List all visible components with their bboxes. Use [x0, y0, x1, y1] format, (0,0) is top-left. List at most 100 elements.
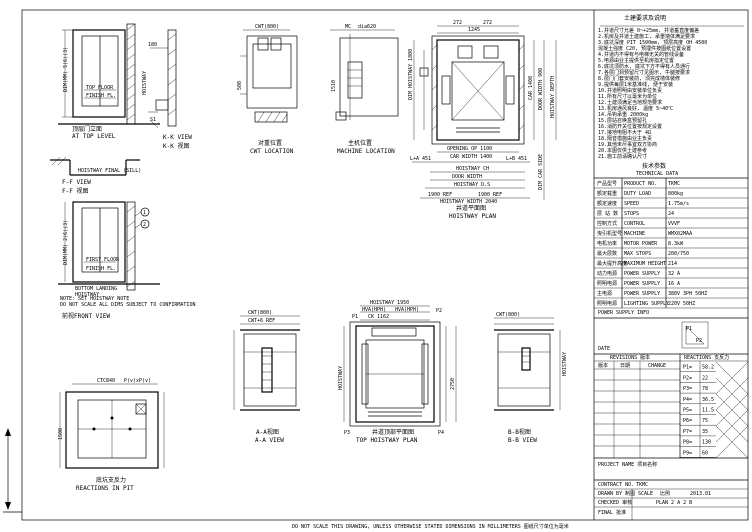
tech-row-cn: 最大提升高度 [597, 260, 627, 267]
reaction-key: P6= [683, 418, 692, 424]
contract-value: TKMC [636, 482, 648, 488]
svg-text:HOISTWAY D.S: HOISTWAY D.S [454, 182, 490, 188]
svg-text:L+B 451: L+B 451 [506, 156, 527, 162]
tech-row-cn: 主电源 [597, 290, 612, 297]
svg-text:P2: P2 [696, 338, 702, 344]
a-view-section: CWT(800) CWT+6 REF [233, 310, 300, 411]
label-reactions-pit-cn: 底坑支反力 [96, 476, 126, 484]
svg-text:HOISTWAY: HOISTWAY [142, 71, 148, 95]
tech-row-cn: 产品型号 [597, 180, 617, 187]
tech-row-cn: 照明电源 [597, 300, 617, 307]
tech-row-cn: 最大层数 [597, 250, 617, 257]
svg-text:CWT+6 REF: CWT+6 REF [248, 318, 275, 324]
svg-text:500: 500 [237, 81, 243, 90]
svg-text:10.井道照明由安装单位负责: 10.井道照明由安装单位负责 [598, 87, 662, 94]
svg-text:L+A 451: L+A 451 [410, 156, 431, 162]
reaction-key: P5= [683, 408, 692, 414]
tech-row-value: TKMC [668, 181, 680, 187]
svg-text:NOTE: SET HOISTWAY NOTE: NOTE: SET HOISTWAY NOTE [60, 296, 129, 302]
label-f-view: F-F VIEW [62, 179, 91, 186]
scale-value: 比例 [660, 490, 670, 497]
svg-text:19.其他未尽事宜双方协商: 19.其他未尽事宜双方协商 [598, 141, 657, 148]
tech-row-value: 800kg [668, 191, 683, 197]
svg-text:9.提供每层1米基准线, 便于安装: 9.提供每层1米基准线, 便于安装 [598, 81, 673, 88]
svg-text:CWT(800): CWT(800) [248, 310, 272, 316]
marker-circle-2: 2 [143, 222, 146, 228]
tech-row-en: MACHINE [624, 231, 645, 237]
tech-title-en: TECHNICAL DATA [636, 171, 678, 177]
front-view-section: DIM(MM) 2(6)(3) FIRST FLOOR FINISH FL. 1… [58, 201, 195, 308]
svg-text:HOISTWAY 1950: HOISTWAY 1950 [370, 300, 409, 306]
svg-text:21.施工前请确认尺寸: 21.施工前请确认尺寸 [598, 153, 647, 160]
svg-text:P1: P1 [686, 326, 692, 332]
drawn-date: 2013.01 [690, 491, 711, 497]
notes-text: 1.井道尺寸允差 0~+25mm, 井道垂直度偏差 2.机房及井道土建施工, 承… [598, 25, 744, 160]
marker-p1: P1 [352, 314, 358, 320]
dim-cwt: CWT(800) [255, 24, 279, 30]
svg-text:4.井道内不得有与电梯无关的管线设备: 4.井道内不得有与电梯无关的管线设备 [598, 51, 684, 58]
tech-footer: POWER SUPPLY INFO [598, 310, 649, 316]
tech-row-en: POWER SUPPLY [624, 281, 660, 287]
reaction-pattern [715, 361, 749, 459]
f-view-section: HOISTWAY FINAL (SILL) [50, 156, 141, 176]
notes-title: 土建要求及说明 [624, 14, 666, 22]
svg-text:DO NOT SCALE ALL DIMS SUBJECT: DO NOT SCALE ALL DIMS SUBJECT TO CONFIRM… [60, 302, 195, 308]
tech-row-cn: 照明电源 [597, 280, 617, 287]
tech-row-cn: 电机功率 [597, 240, 617, 247]
tech-row-en: MAXIMUM HEIGHT [624, 261, 666, 267]
tech-row-value: 200/750 [668, 251, 689, 257]
tech-row-en: LIGHTING SUPPLY [624, 301, 669, 307]
svg-text:混凝土强度 C20, 预埋件按图纸位置设置: 混凝土强度 C20, 预埋件按图纸位置设置 [598, 45, 691, 52]
svg-text:DIM CAR SIDE: DIM CAR SIDE [538, 154, 544, 190]
tech-row-cn: 动力电源 [597, 270, 617, 277]
tech-row-value: WMX02MAA [668, 231, 692, 237]
svg-text:12.土建须满足当地规范要求: 12.土建须满足当地规范要求 [598, 99, 662, 106]
svg-text:HVA(HPH): HVA(HPH) [362, 307, 386, 313]
sheet-number: PLAN 2 A 2 B [656, 500, 692, 506]
tech-row-value: 16 A [668, 281, 680, 287]
svg-text:DOOR WIDTH: DOOR WIDTH [452, 174, 482, 180]
label-hoistway-plan: HOISTWAY PLAN [449, 213, 496, 220]
svg-text:1510: 1510 [331, 80, 337, 92]
drawn-label: DRAWN BY 制图 [598, 490, 635, 497]
svg-text:1500: 1500 [58, 428, 64, 440]
tech-row-value: 214 [668, 261, 677, 267]
svg-text:BOTTOM LANDING: BOTTOM LANDING [75, 286, 117, 292]
b-view-section: CWT(800) HOISTWAY [494, 312, 568, 411]
svg-text:P(v)xP(v): P(v)xP(v) [124, 378, 151, 384]
svg-text:1245: 1245 [468, 27, 480, 33]
reaction-value: 11.5 [702, 408, 714, 414]
title-block: 土建要求及说明 1.井道尺寸允差 0~+25mm, 井道垂直度偏差 2.机房及井… [593, 10, 749, 520]
label-f-view-cn: F-F 视图 [62, 187, 88, 195]
svg-text:HOISTWAY: HOISTWAY [75, 292, 99, 298]
marker-circle-1: 1 [143, 210, 146, 216]
hoistway-plan-section: 272 272 1245 DIM HOISTWAY 1800 [408, 20, 557, 205]
svg-text:2.机房及井道土建施工, 承重墙体满足要求: 2.机房及井道土建施工, 承重墙体满足要求 [598, 33, 695, 40]
tech-row-value: 24 [668, 211, 674, 217]
tech-row-value: 8.3kW [668, 241, 684, 247]
reaction-key: P2= [683, 375, 692, 381]
svg-text:7.各层门洞预留尺寸见图示, 牛腿按要求: 7.各层门洞预留尺寸见图示, 牛腿按要求 [598, 69, 690, 76]
reactions-pit-section: CTC840 P(v)xP(v) 1500 [58, 378, 165, 469]
scale-label: SCALE [638, 491, 653, 497]
reaction-key: P9= [683, 450, 692, 456]
tech-row-cn: 曳引机型号 [597, 230, 622, 237]
svg-text:HOISTWAY WIDTH 2040: HOISTWAY WIDTH 2040 [440, 199, 497, 205]
tech-title: 技术参数 [642, 162, 666, 170]
svg-text:1900 REF: 1900 REF [428, 192, 452, 198]
svg-text:FIRST FLOOR: FIRST FLOOR [86, 257, 120, 263]
rev-col-1: 版本 [598, 362, 608, 369]
cwt-location-section: CWT(800) 500 [237, 24, 298, 123]
label-reactions-pit: REACTIONS IN PIT [76, 485, 134, 492]
label-top-hoistway-cn: 井道顶部平面图 [372, 428, 414, 436]
svg-text:CWT(800): CWT(800) [496, 312, 520, 318]
tech-row-value: 380V 3PH 50HZ [668, 291, 707, 297]
tech-row-en: CONTROL [624, 221, 645, 227]
dim-272-a: 272 [453, 20, 462, 26]
label-at-top-level-cn: 顶层门立面 [72, 125, 102, 133]
svg-text:OPENING OP 1100: OPENING OP 1100 [447, 146, 492, 152]
tech-row-en: STOPS [624, 211, 639, 217]
reactions-title: REACTIONS 支反力 [684, 354, 729, 361]
svg-text:DOOR WIDTH 900: DOOR WIDTH 900 [538, 68, 544, 110]
